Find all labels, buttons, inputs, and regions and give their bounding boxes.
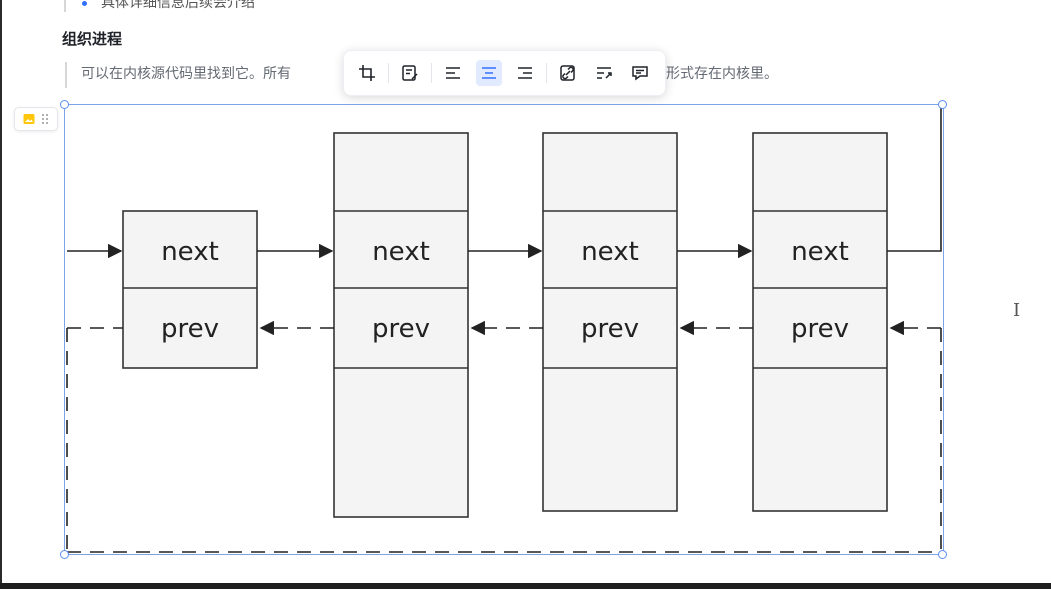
wrap-text-button[interactable] (591, 60, 617, 86)
quote-bar (65, 62, 67, 88)
crop-button[interactable] (354, 60, 380, 86)
resize-handle-bottom-left[interactable] (60, 550, 69, 559)
image-toolbar (343, 50, 666, 96)
caption-icon (402, 65, 418, 81)
list-node-2: next prev (333, 132, 469, 518)
linked-list-diagram: next prev next prev next prev (66, 107, 942, 553)
comment-button[interactable] (627, 60, 653, 86)
node-3-next-label: next (581, 237, 639, 267)
toolbar-separator (546, 63, 547, 83)
prev-arrows (66, 320, 942, 553)
bullet-dot-icon (82, 0, 87, 6)
text-cursor-icon: I (1013, 300, 1021, 321)
block-handle[interactable] (14, 107, 58, 131)
node-1-prev-label: prev (161, 314, 219, 344)
node-1-next-label: next (161, 237, 219, 267)
window-bottom-edge (0, 583, 1051, 589)
node-3-prev-label: prev (581, 314, 639, 344)
link-icon (560, 65, 575, 81)
crop-icon (359, 65, 375, 81)
align-center-icon (482, 67, 496, 79)
resize-handle-bottom-right[interactable] (938, 550, 947, 559)
caption-button[interactable] (397, 60, 423, 86)
toolbar-separator (431, 63, 432, 83)
node-4-prev-label: prev (791, 314, 849, 344)
node-4-next-label: next (791, 237, 849, 267)
list-node-3: next prev (542, 132, 678, 512)
list-node-1: next prev (122, 210, 258, 369)
bullet-text: 具体详细信息后续会介绍 (101, 0, 255, 11)
quote-text-tail[interactable]: 的形式存在内核里。 (652, 66, 778, 82)
toolbar-separator (388, 63, 389, 83)
bullet-item[interactable]: 具体详细信息后续会介绍 (82, 0, 255, 12)
align-right-icon (518, 67, 532, 79)
list-node-4: next prev (752, 132, 888, 512)
align-center-button[interactable] (476, 60, 502, 86)
align-right-button[interactable] (512, 60, 538, 86)
node-2-prev-label: prev (372, 314, 430, 344)
resize-handle-top-left[interactable] (60, 100, 69, 109)
image-block[interactable]: next prev next prev next prev (64, 104, 944, 555)
resize-handle-top-right[interactable] (938, 100, 947, 109)
link-button[interactable] (555, 60, 581, 86)
drag-handle-icon[interactable] (41, 113, 49, 125)
node-2-next-label: next (372, 237, 430, 267)
wrap-text-icon (597, 67, 612, 79)
align-left-button[interactable] (440, 60, 466, 86)
quote-text[interactable]: 可以在内核源代码里找到它。所有 (81, 66, 291, 82)
image-icon (23, 114, 35, 124)
quote-bar (64, 0, 66, 12)
section-heading[interactable]: 组织进程 (62, 30, 123, 48)
comment-icon (632, 66, 648, 81)
next-arrows (67, 107, 942, 259)
align-left-icon (446, 67, 460, 79)
